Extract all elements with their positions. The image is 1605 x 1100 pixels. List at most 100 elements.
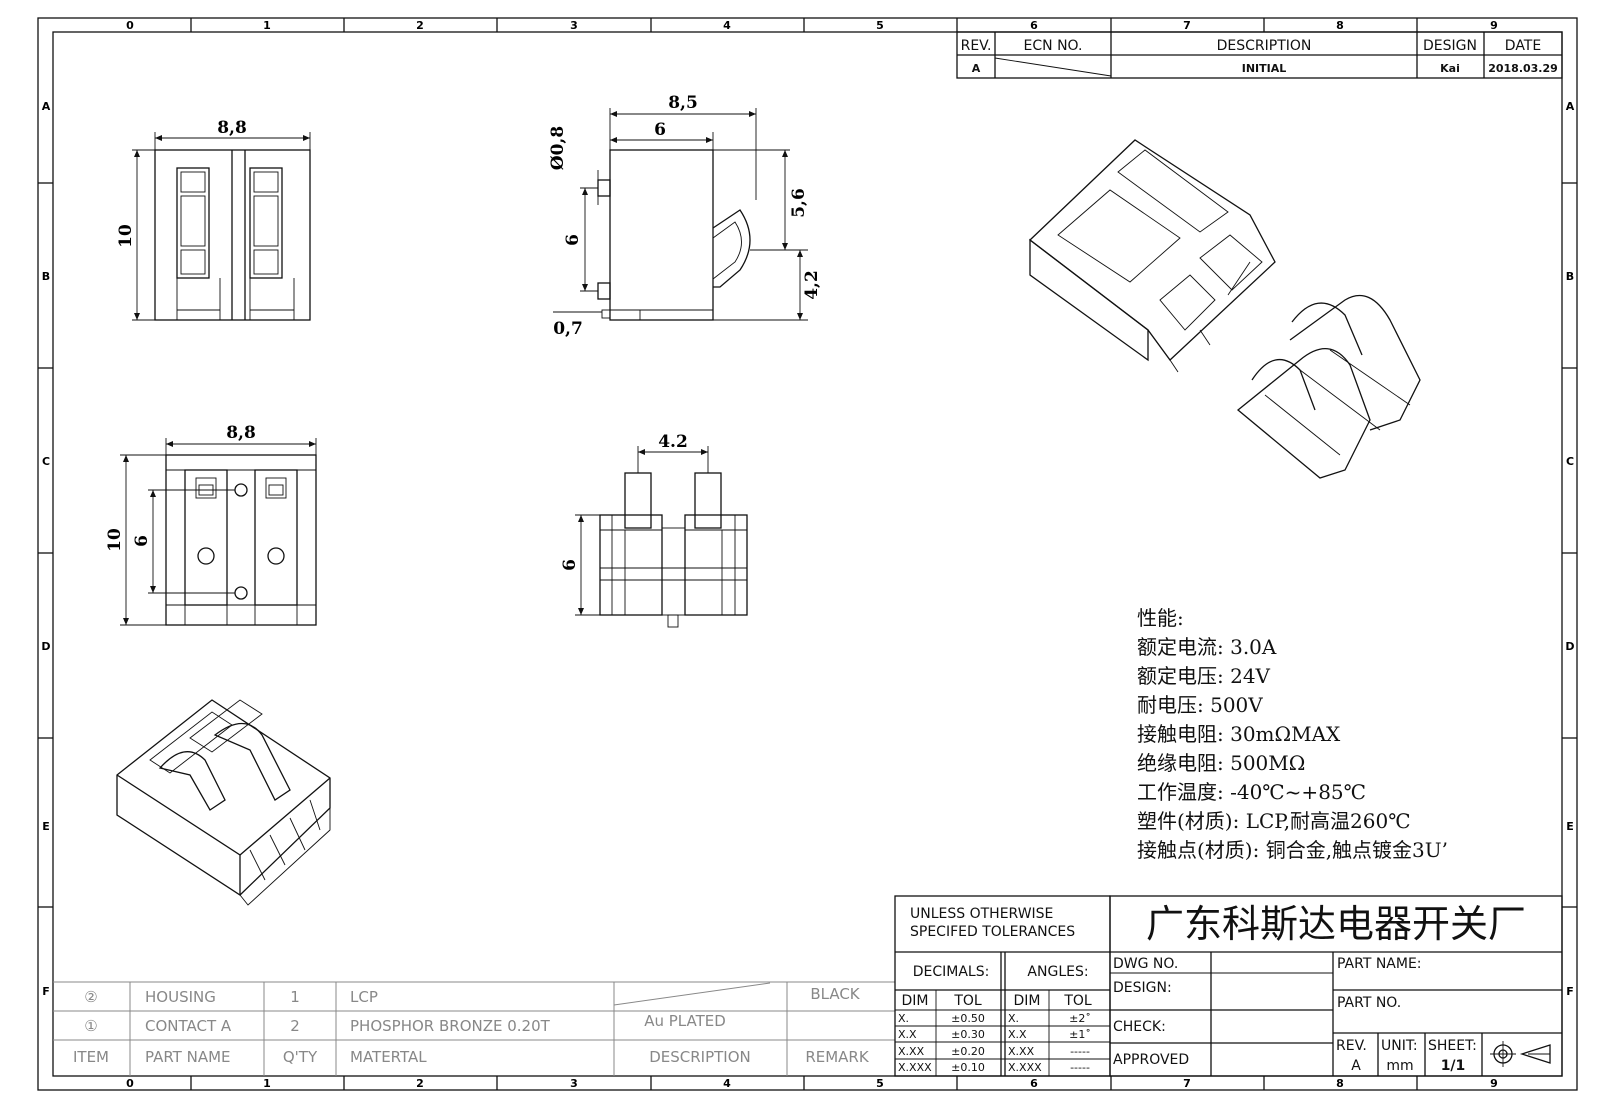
- dim-col-header: DIM: [1014, 993, 1041, 1009]
- dim-bottom-width: 8,8: [226, 423, 256, 443]
- design-header: DESIGN: [1423, 38, 1477, 54]
- top-view: 8,8 10: [116, 118, 311, 321]
- description-value: INITIAL: [1242, 62, 1287, 75]
- angles-label: ANGLES:: [1027, 964, 1088, 980]
- revision-block: REV. ECN NO. DESCRIPTION DESIGN DATE A I…: [956, 31, 1563, 79]
- bom-header-material: MATERTAL: [350, 1048, 427, 1066]
- bom-material: PHOSPHOR BRONZE 0.20T: [350, 1017, 551, 1035]
- zone-row-label: D: [1565, 640, 1574, 653]
- bom-header-description: DESCRIPTION: [649, 1048, 751, 1066]
- date-value: 2018.03.29: [1488, 62, 1558, 75]
- zone-col-label: 4: [723, 19, 731, 32]
- dim-side-right-lower: 4,2: [802, 270, 822, 300]
- dim-side-pin-pitch: 6: [563, 234, 583, 246]
- tol-value-cell: ±1˚: [1069, 1028, 1091, 1041]
- bom-table: ② HOUSING 1 LCP BLACK ① CONTACT A 2 PHOS…: [53, 981, 895, 1076]
- zone-col-label: 5: [876, 19, 884, 32]
- tol-col-header: TOL: [1063, 993, 1092, 1009]
- sheet-value: 1/1: [1441, 1058, 1466, 1074]
- tol-dim-cell: X.X: [1008, 1028, 1027, 1041]
- bom-part-name: CONTACT A: [145, 1017, 232, 1035]
- decimals-label: DECIMALS:: [913, 964, 990, 980]
- part-name-label: PART NAME:: [1337, 956, 1422, 972]
- tol-dim-cell: X.XXX: [1008, 1061, 1042, 1074]
- tolerance-heading: SPECIFED TOLERANCES: [910, 924, 1075, 940]
- spec-line: 额定电流: 3.0A: [1137, 635, 1277, 659]
- bom-material: LCP: [350, 988, 378, 1006]
- tol-value-cell: ±0.20: [951, 1045, 985, 1058]
- tol-value-cell: ±0.50: [951, 1012, 985, 1025]
- spec-line: 接触电阻: 30mΩMAX: [1137, 722, 1341, 746]
- tol-dim-cell: X.: [1008, 1012, 1019, 1025]
- spec-line: 绝缘电阻: 500MΩ: [1137, 751, 1305, 775]
- zone-col-label: 7: [1183, 1077, 1191, 1090]
- check-label: CHECK:: [1113, 1019, 1166, 1035]
- bom-header-item: ITEM: [73, 1048, 109, 1066]
- description-header: DESCRIPTION: [1217, 38, 1312, 54]
- tol-value-cell: ±0.30: [951, 1028, 985, 1041]
- zone-col-label: 8: [1336, 1077, 1344, 1090]
- zone-col-label: 1: [263, 1077, 271, 1090]
- spec-line: 额定电压: 24V: [1137, 664, 1271, 688]
- zone-col-label: 2: [416, 19, 424, 32]
- design-value: Kai: [1440, 62, 1460, 75]
- dim-col-header: DIM: [902, 993, 929, 1009]
- dim-side-body: 6: [654, 120, 666, 140]
- spec-line: 塑件(材质): LCP,耐高温260℃: [1137, 809, 1411, 833]
- tol-dim-cell: X.XX: [898, 1045, 925, 1058]
- zone-row-label: B: [42, 270, 50, 283]
- isometric-exploded-view: [1028, 139, 1421, 479]
- tol-value-cell: ±2˚: [1069, 1012, 1091, 1025]
- zone-row-label: E: [42, 820, 50, 833]
- projection-symbol-icon: [1490, 1041, 1551, 1067]
- side-view: 8,5 6 Ø0,8 6 5,6 4,2 0,7: [548, 93, 822, 339]
- zone-row-label: D: [41, 640, 50, 653]
- tol-value-cell: -----: [1070, 1061, 1090, 1074]
- rev-value: A: [972, 62, 981, 75]
- tol-dim-cell: X.X: [898, 1028, 917, 1041]
- rev-label: REV.: [1336, 1038, 1367, 1054]
- sheet-label: SHEET:: [1428, 1038, 1477, 1054]
- tolerance-block: UNLESS OTHERWISE SPECIFED TOLERANCES DEC…: [894, 895, 1111, 1077]
- bom-description: Au PLATED: [644, 1012, 726, 1030]
- dim-side-pin-dia: Ø0,8: [548, 126, 568, 170]
- zone-row-label: A: [42, 100, 51, 113]
- tolerance-heading: UNLESS OTHERWISE: [910, 906, 1053, 922]
- dim-side-foot: 0,7: [553, 319, 583, 339]
- zone-col-label: 1: [263, 19, 271, 32]
- zone-col-label: 0: [126, 19, 134, 32]
- dim-front-pitch: 4.2: [658, 432, 688, 452]
- dim-bottom-pitch: 6: [132, 535, 152, 547]
- dim-top-width: 8,8: [217, 118, 247, 138]
- tol-dim-cell: X.XXX: [898, 1061, 932, 1074]
- zone-row-label: F: [42, 985, 50, 998]
- rev-value: A: [1351, 1058, 1361, 1074]
- tol-dim-cell: X.: [898, 1012, 909, 1025]
- zone-row-label: B: [1566, 270, 1574, 283]
- zone-col-label: 5: [876, 1077, 884, 1090]
- zone-col-label: 0: [126, 1077, 134, 1090]
- bom-header-remark: REMARK: [805, 1048, 870, 1066]
- bom-part-name: HOUSING: [145, 988, 216, 1006]
- zone-col-label: 9: [1490, 19, 1498, 32]
- zone-col-label: 3: [570, 1077, 578, 1090]
- spec-line: 接触点(材质): 铜合金,触点镀金3U’: [1137, 838, 1448, 862]
- spec-title: 性能:: [1137, 606, 1184, 630]
- zone-col-label: 8: [1336, 19, 1344, 32]
- zone-col-label: 2: [416, 1077, 424, 1090]
- approved-label: APPROVED: [1113, 1052, 1189, 1068]
- unit-label: UNIT:: [1381, 1038, 1418, 1054]
- part-no-label: PART NO.: [1337, 995, 1401, 1011]
- zone-row-label: F: [1566, 985, 1574, 998]
- dim-side-right-upper: 5,6: [789, 188, 809, 218]
- zone-row-label: A: [1566, 100, 1575, 113]
- bom-header-part-name: PART NAME: [145, 1048, 231, 1066]
- company-name: 广东科斯达电器开关厂: [1146, 902, 1526, 946]
- tol-value-cell: -----: [1070, 1045, 1090, 1058]
- zone-row-label: C: [1566, 455, 1574, 468]
- sheet-frame: 0 1 2 3 4 5 6 7 8 9 0 1 2 3 4 5 6 7 8 9 …: [37, 17, 1578, 1091]
- zone-row-label: E: [1566, 820, 1574, 833]
- unit-value: mm: [1386, 1058, 1413, 1074]
- bom-qty: 1: [290, 988, 300, 1006]
